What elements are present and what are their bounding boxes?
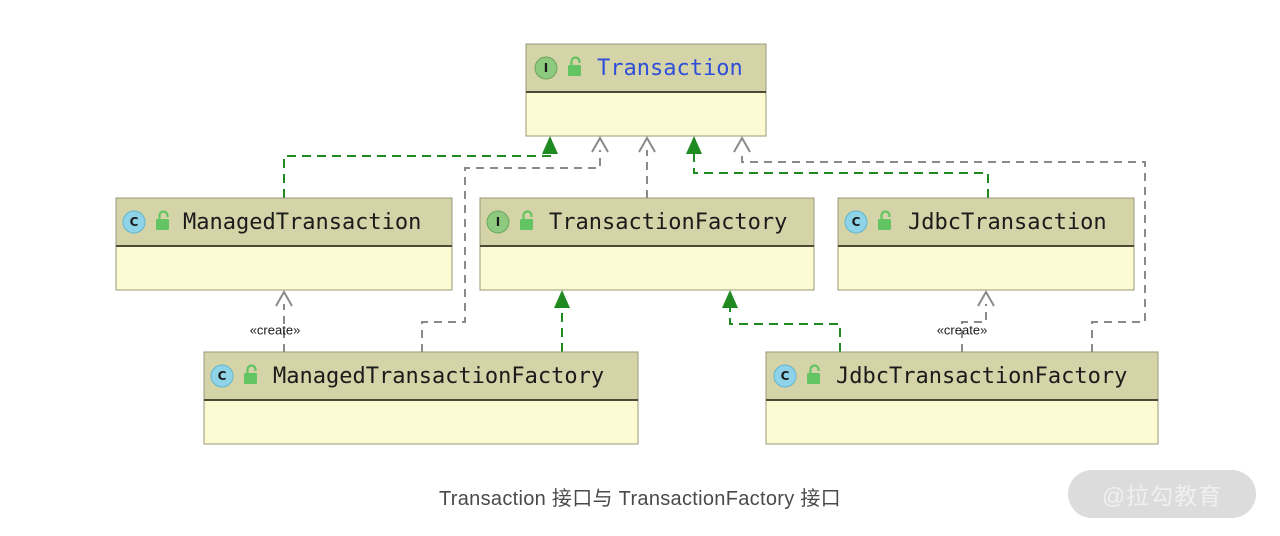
connector-layer: «create» «create»	[250, 135, 1146, 352]
svg-text:C: C	[218, 369, 227, 383]
realization-arrowhead	[554, 290, 570, 308]
edge-jdbc-transaction-factory-create-jdbc-transaction: «create»	[937, 289, 995, 352]
node-title: JdbcTransactionFactory	[836, 364, 1127, 389]
uml-node-transaction[interactable]: I Transaction	[525, 43, 767, 137]
dependency-arrowhead	[733, 135, 751, 153]
svg-text:I: I	[544, 61, 548, 75]
interface-badge-icon: I	[486, 210, 510, 234]
edge-managed-transaction-factory-realizes-transaction-factory	[554, 290, 570, 352]
svg-text:C: C	[852, 215, 861, 229]
node-title: TransactionFactory	[549, 210, 787, 235]
realization-arrowhead	[542, 136, 558, 154]
unlocked-padlock-icon	[156, 210, 169, 230]
edge-jdbc-transaction-factory-realizes-transaction-factory	[722, 290, 841, 352]
edge-managed-transaction-factory-depends-transaction	[421, 135, 609, 352]
edge-transaction-factory-depends-transaction	[638, 135, 656, 198]
uml-node-transaction-factory[interactable]: I TransactionFactory	[479, 197, 815, 291]
uml-node-managed-transaction[interactable]: C ManagedTransaction	[115, 197, 453, 291]
node-header	[203, 351, 639, 401]
dependency-arrowhead	[977, 289, 995, 307]
unlocked-padlock-icon	[568, 56, 581, 76]
edge-managed-transaction-factory-create-managed-transaction: «create»	[250, 289, 301, 352]
node-header	[765, 351, 1159, 401]
class-badge-icon: C	[773, 364, 797, 388]
node-header	[837, 197, 1135, 247]
node-header	[479, 197, 815, 247]
watermark-badge: @拉勾教育	[1068, 470, 1256, 518]
interface-badge-icon: I	[534, 56, 558, 80]
edge-label-create-left: «create»	[250, 322, 301, 337]
class-badge-icon: C	[122, 210, 146, 234]
unlocked-padlock-icon	[244, 364, 257, 384]
realization-arrowhead	[722, 290, 738, 308]
edge-managed-transaction-realizes-transaction	[283, 136, 558, 198]
edge-jdbc-transaction-factory-depends-transaction	[733, 135, 1146, 352]
dependency-arrowhead	[591, 135, 609, 153]
svg-text:C: C	[781, 369, 790, 383]
unlocked-padlock-icon	[878, 210, 891, 230]
class-badge-icon: C	[210, 364, 234, 388]
svg-text:C: C	[130, 215, 139, 229]
node-title: ManagedTransaction	[183, 210, 421, 235]
edge-jdbc-transaction-realizes-transaction	[686, 136, 989, 198]
node-title: Transaction	[597, 56, 743, 81]
svg-text:I: I	[496, 215, 500, 229]
edge-label-create-right: «create»	[937, 322, 988, 337]
node-header	[525, 43, 767, 93]
diagram-caption: Transaction 接口与 TransactionFactory 接口	[439, 488, 841, 510]
realization-arrowhead	[686, 136, 702, 154]
node-header	[115, 197, 453, 247]
dependency-arrowhead	[638, 135, 656, 153]
unlocked-padlock-icon	[520, 210, 533, 230]
node-title: ManagedTransactionFactory	[273, 364, 604, 389]
unlocked-padlock-icon	[807, 364, 820, 384]
uml-node-managed-transaction-factory[interactable]: C ManagedTransactionFactory	[203, 351, 639, 445]
node-title: JdbcTransaction	[908, 210, 1107, 235]
uml-node-jdbc-transaction[interactable]: C JdbcTransaction	[837, 197, 1135, 291]
uml-node-jdbc-transaction-factory[interactable]: C JdbcTransactionFactory	[765, 351, 1159, 445]
dependency-arrowhead	[275, 289, 293, 307]
class-badge-icon: C	[844, 210, 868, 234]
